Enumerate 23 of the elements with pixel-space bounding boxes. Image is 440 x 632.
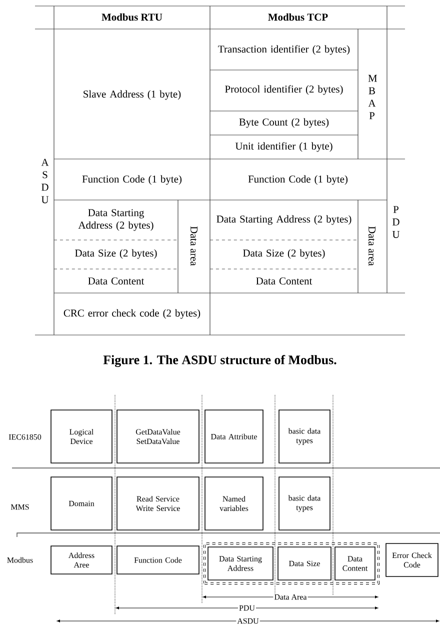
- table-cell-text: Function Code (1 byte): [82, 175, 182, 185]
- vertical-letters: M B A P: [368, 74, 377, 120]
- table-cell-text: Data Size (2 bytes): [243, 249, 325, 259]
- column-label: Data area: [368, 226, 376, 266]
- table-cell-text: Byte Count (2 bytes): [239, 118, 329, 128]
- table-cell-text: Unit identifier (1 byte): [235, 142, 332, 152]
- table-cell-text: CRC error check code (2 bytes): [64, 309, 200, 319]
- table-cell-text: Data Content: [256, 278, 312, 285]
- table-cell-text: Function Code (1 byte): [248, 175, 348, 185]
- vertical-letters: P D U: [392, 206, 400, 238]
- table-cell-text: Data Content: [88, 278, 144, 285]
- table-cell-text: Data Starting Address (2 bytes): [78, 209, 154, 231]
- dashed-group-box: [204, 542, 380, 584]
- table-cell-text: Transaction identifier (2 bytes): [218, 45, 350, 55]
- column-header: Modbus TCP: [268, 13, 328, 21]
- column-label: Data area: [190, 226, 198, 266]
- caption: Figure 1. The ASDU structure of Modbus.: [103, 355, 336, 367]
- table-cell-text: Slave Address (1 byte): [84, 90, 181, 100]
- vertical-letters: A S D U: [41, 158, 49, 204]
- column-header: Modbus RTU: [102, 13, 162, 21]
- table-cell-text: Protocol identifier (2 bytes): [225, 85, 343, 95]
- table-cell-text: Data Size (2 bytes): [75, 249, 157, 259]
- table-cell-text: Data Starting Address (2 bytes): [216, 215, 352, 225]
